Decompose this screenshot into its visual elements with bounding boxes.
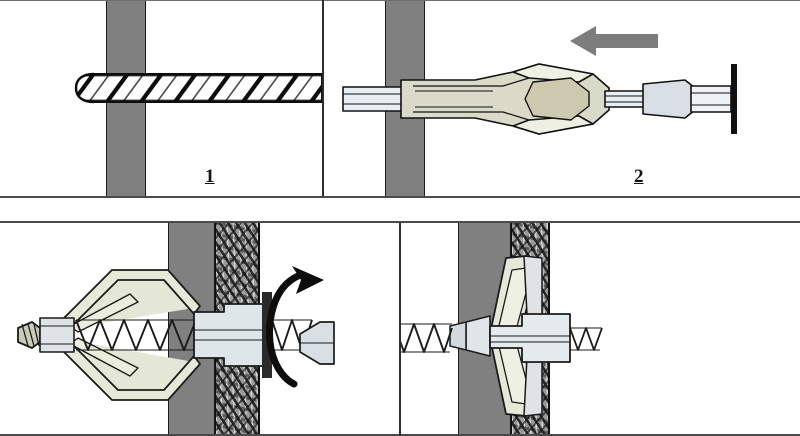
frame-top-rule xyxy=(0,0,800,1)
frame-divider-bottom xyxy=(399,223,401,436)
push-arrow-icon xyxy=(570,26,658,56)
drill-bit xyxy=(60,72,322,104)
frame-divider-top xyxy=(322,0,324,196)
toggle-wings-expanded xyxy=(17,260,314,410)
step-label-1: 1 xyxy=(205,166,215,187)
toggle-wings-collapsed xyxy=(400,242,644,422)
panel-step-1: 1 xyxy=(0,0,322,196)
frame-middle-rule-top xyxy=(0,196,800,198)
panel-step-3: 3 xyxy=(0,222,399,436)
frame-middle-rule-bottom xyxy=(0,221,800,223)
panel-step-4: 4 xyxy=(400,222,800,436)
panel-step-2: 2 xyxy=(323,0,800,196)
rotate-arrow-icon xyxy=(266,264,330,390)
step-label-2: 2 xyxy=(634,166,644,187)
anchor-body-folded xyxy=(342,58,763,140)
screw-head xyxy=(299,321,340,365)
